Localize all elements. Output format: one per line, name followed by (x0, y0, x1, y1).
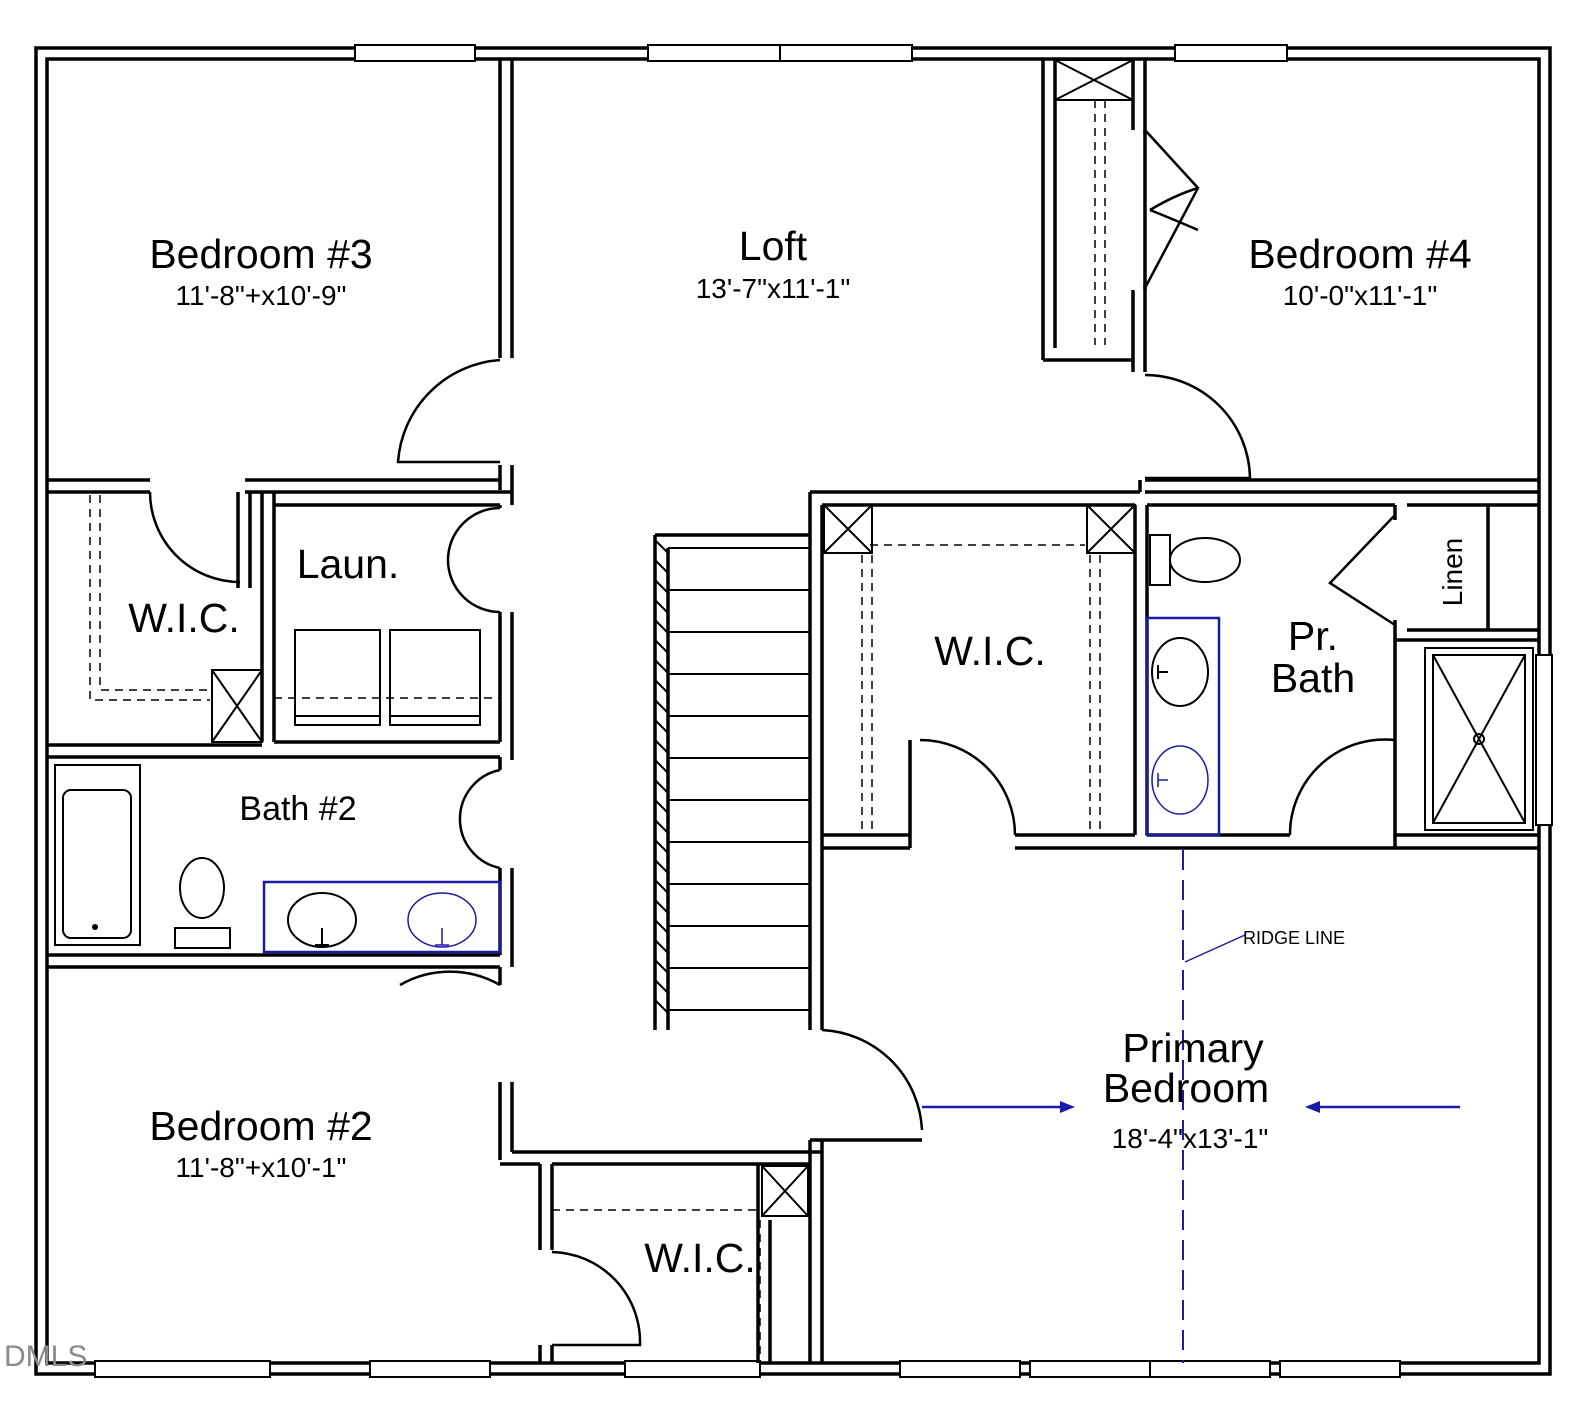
watermark-logo: DMLS (4, 1340, 87, 1373)
bedroom4-name: Bedroom #4 (1248, 231, 1471, 277)
closet-shelves (89, 100, 1106, 1363)
stair-treads (654, 539, 810, 1014)
access-panels (211, 59, 1136, 1217)
bedroom3-dims: 11'-8"+x10'-9" (176, 280, 347, 311)
bath2-name: Bath #2 (239, 790, 356, 828)
fixtures (54, 534, 1534, 954)
loft-name: Loft (739, 223, 808, 269)
primary-bedroom-dims: 18'-4"x13'-1" (1112, 1123, 1269, 1154)
wic-primary-name: W.I.C. (934, 628, 1046, 674)
primary-bedroom-line2: Bedroom (1103, 1065, 1269, 1111)
bedroom4-dims: 10'-0"x11'-1" (1283, 280, 1438, 311)
pr-bath-line1: Pr. (1288, 613, 1338, 659)
windows (94, 44, 1553, 1378)
wic-left-name: W.I.C. (128, 595, 240, 641)
wic-bottom-name: W.I.C. (644, 1235, 756, 1281)
loft-dims: 13'-7"x11'-1" (696, 273, 851, 304)
pr-bath-line2: Bath (1271, 655, 1355, 701)
laundry-name: Laun. (297, 541, 400, 587)
primary-bedroom-line1: Primary (1122, 1025, 1264, 1071)
ridge-line-label: RIDGE LINE (1243, 928, 1345, 948)
room-labels: Bedroom #3 11'-8"+x10'-9" Loft 13'-7"x11… (4, 223, 1472, 1373)
ridge-line (922, 850, 1460, 1363)
bedroom2-dims: 11'-8"+x10'-1" (176, 1152, 347, 1183)
linen-name: Linen (1437, 538, 1468, 607)
door-swings (148, 129, 1396, 1347)
bedroom3-name: Bedroom #3 (149, 231, 372, 277)
bedroom2-name: Bedroom #2 (149, 1103, 372, 1149)
